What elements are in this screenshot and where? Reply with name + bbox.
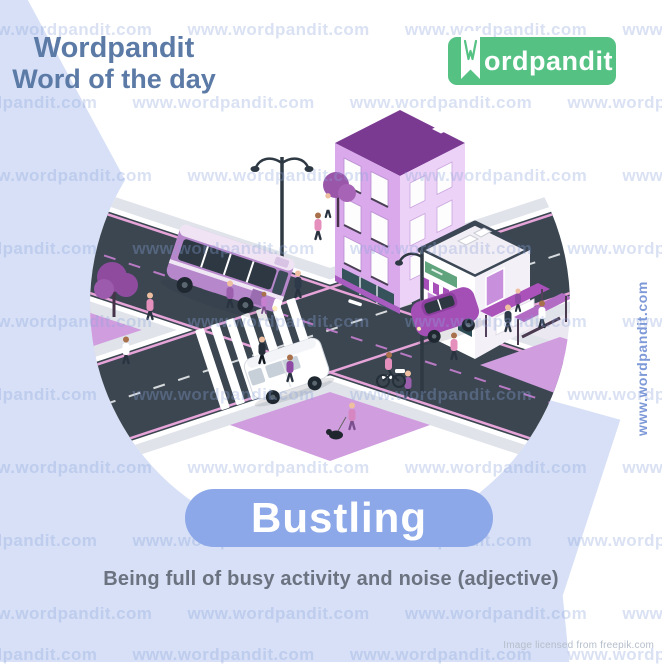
logo-text: ordpandit — [484, 45, 613, 76]
image-credit: Image licensed from freepik.com — [503, 640, 654, 651]
vertical-watermark: www.wordpandit.com — [634, 281, 650, 436]
word-definition: Being full of busy activity and noise (a… — [103, 568, 559, 590]
cafe-building — [417, 220, 550, 359]
brand-title: Wordpandit — [33, 32, 195, 64]
street-illustration — [90, 65, 570, 545]
word-of-day-tagline: Word of the day — [12, 64, 216, 94]
dog-walker — [326, 402, 356, 440]
cyclist — [376, 352, 406, 388]
word-of-the-day: Bustling — [251, 494, 427, 541]
pedestrians — [122, 193, 546, 399]
tree — [94, 262, 138, 317]
street-scene-svg — [90, 110, 570, 472]
tree — [323, 172, 356, 227]
header: Wordpandit Word of the day — [0, 32, 228, 95]
bookmark-ribbon-icon — [461, 31, 480, 79]
bus — [160, 224, 295, 322]
corner-plazas — [230, 337, 570, 461]
word-pill: Bustling — [185, 489, 493, 547]
wordpandit-logo: ordpandit — [448, 31, 616, 85]
suv — [410, 287, 487, 346]
